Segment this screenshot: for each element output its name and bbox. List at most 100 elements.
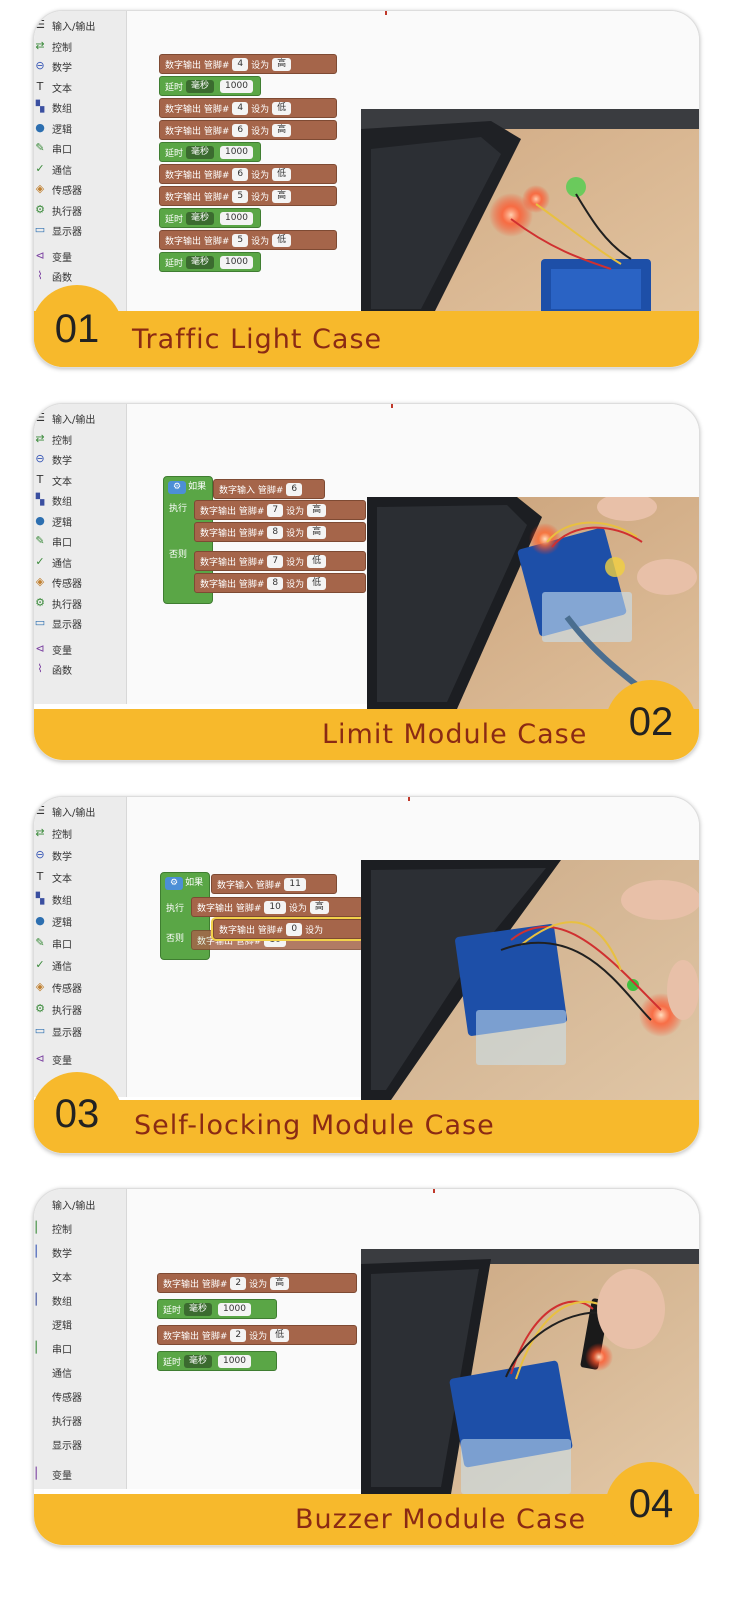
variable-icon: ⊲: [35, 1052, 45, 1065]
sidebar-item-math[interactable]: ⊖数学: [35, 59, 72, 74]
sidebar-item-actuator[interactable]: ⚙执行器: [35, 1002, 82, 1017]
sidebar-item-array[interactable]: ▚数组: [35, 892, 72, 907]
sidebar-item-logic[interactable]: 逻辑: [34, 1314, 72, 1334]
sidebar-item-display[interactable]: ▭显示器: [34, 1024, 82, 1039]
sidebar-item-serial[interactable]: ▏串口: [35, 1341, 72, 1356]
sidebar-item-actuator[interactable]: 执行器: [34, 1410, 82, 1430]
case-title: Traffic Light Case: [132, 324, 383, 355]
serial-icon: ✎: [35, 936, 45, 949]
sidebar-item-serial[interactable]: ✎串口: [35, 936, 72, 951]
sidebar-item-sensor[interactable]: ◈传感器: [35, 182, 82, 197]
sensor-icon: ◈: [35, 575, 45, 588]
sidebar-item-math[interactable]: ⊖数学: [35, 452, 72, 467]
sidebar-item-actuator[interactable]: ⚙执行器: [35, 596, 82, 611]
text-icon: T: [36, 473, 44, 486]
sidebar-item-variable[interactable]: ⊲变量: [35, 1052, 72, 1067]
sidebar-item-comm[interactable]: ✓通信: [35, 162, 72, 177]
digital-input-block[interactable]: 数字输入 管脚#6: [213, 479, 325, 499]
serial-icon: ✎: [35, 141, 45, 154]
sidebar-item-display[interactable]: ▭显示器: [34, 223, 82, 238]
logic-icon: ●: [35, 914, 45, 927]
array-icon: ▚: [35, 493, 45, 506]
control-icon: ▏: [35, 1221, 45, 1234]
sidebar-item-function[interactable]: ⌇函数: [34, 659, 72, 679]
sidebar-item-comm[interactable]: ✓通信: [35, 958, 72, 973]
workspace-marker: [408, 797, 410, 801]
sidebar-item-variable[interactable]: ⊲变量: [35, 642, 72, 657]
text-icon: T: [36, 870, 44, 883]
sidebar-item-variable[interactable]: ⊲变量: [35, 249, 72, 264]
sidebar-item-variable[interactable]: ▏变量: [35, 1467, 72, 1482]
io-icon: ☰: [35, 18, 45, 31]
sidebar-item-logic[interactable]: ●逻辑: [35, 514, 72, 529]
actuator-icon: ⚙: [35, 203, 45, 216]
array-icon: ▚: [35, 892, 45, 905]
sidebar-item-logic[interactable]: ●逻辑: [35, 121, 72, 136]
sidebar-item-serial[interactable]: ✎串口: [35, 534, 72, 549]
sidebar-item-array[interactable]: ▏数组: [35, 1293, 72, 1308]
settings-icon[interactable]: ⚙: [165, 877, 184, 890]
sidebar-item-control[interactable]: ⇄控制: [35, 826, 72, 841]
sidebar-item-text[interactable]: 文本: [34, 1266, 72, 1286]
sidebar-item-control[interactable]: ▏控制: [35, 1221, 72, 1236]
comm-icon: ✓: [35, 958, 45, 971]
if-label: ⚙如果: [168, 479, 206, 494]
sidebar-item-array[interactable]: ▚数组: [35, 493, 72, 508]
sidebar-item-io[interactable]: ☰输入/输出: [35, 804, 96, 819]
sidebar-item-display[interactable]: ▭显示器: [34, 616, 82, 631]
sidebar-item-serial[interactable]: ✎串口: [35, 141, 72, 156]
math-icon: ⊖: [35, 848, 45, 861]
sidebar-item-control[interactable]: ⇄控制: [35, 432, 72, 447]
sidebar-item-display[interactable]: 显示器: [34, 1434, 82, 1454]
variable-icon: ⊲: [35, 249, 45, 262]
io-icon: [34, 1198, 46, 1210]
sidebar-item-math[interactable]: ⊖数学: [35, 848, 72, 863]
digital-input-block[interactable]: 数字输入 管脚#11: [211, 874, 337, 894]
sidebar-item-sensor[interactable]: ◈传感器: [35, 980, 82, 995]
sidebar-item-comm[interactable]: ✓通信: [35, 555, 72, 570]
sidebar-item-io[interactable]: 输入/输出: [34, 1194, 95, 1214]
sidebar-item-comm[interactable]: 通信: [34, 1362, 72, 1382]
sidebar-item-array[interactable]: ▚数组: [35, 100, 72, 115]
sidebar-item-actuator[interactable]: ⚙执行器: [35, 203, 82, 218]
actuator-icon: ⚙: [35, 1002, 45, 1015]
sidebar-item-sensor[interactable]: 传感器: [34, 1386, 82, 1406]
workspace-marker: [385, 11, 387, 15]
sidebar-item-function[interactable]: ⌇函数: [34, 266, 72, 286]
sidebar-item-io[interactable]: ☰输入/输出: [35, 411, 96, 426]
sidebar-item-control[interactable]: ⇄控制: [35, 39, 72, 54]
sidebar-item-io[interactable]: ☰输入/输出: [35, 18, 96, 33]
settings-icon[interactable]: ⚙: [168, 481, 187, 494]
sidebar-item-logic[interactable]: ●逻辑: [35, 914, 72, 929]
control-icon: ⇄: [35, 432, 45, 445]
sidebar-item-sensor[interactable]: ◈传感器: [35, 575, 82, 590]
sidebar-item-math[interactable]: ▏数学: [35, 1245, 72, 1260]
math-icon: ▏: [35, 1245, 45, 1258]
